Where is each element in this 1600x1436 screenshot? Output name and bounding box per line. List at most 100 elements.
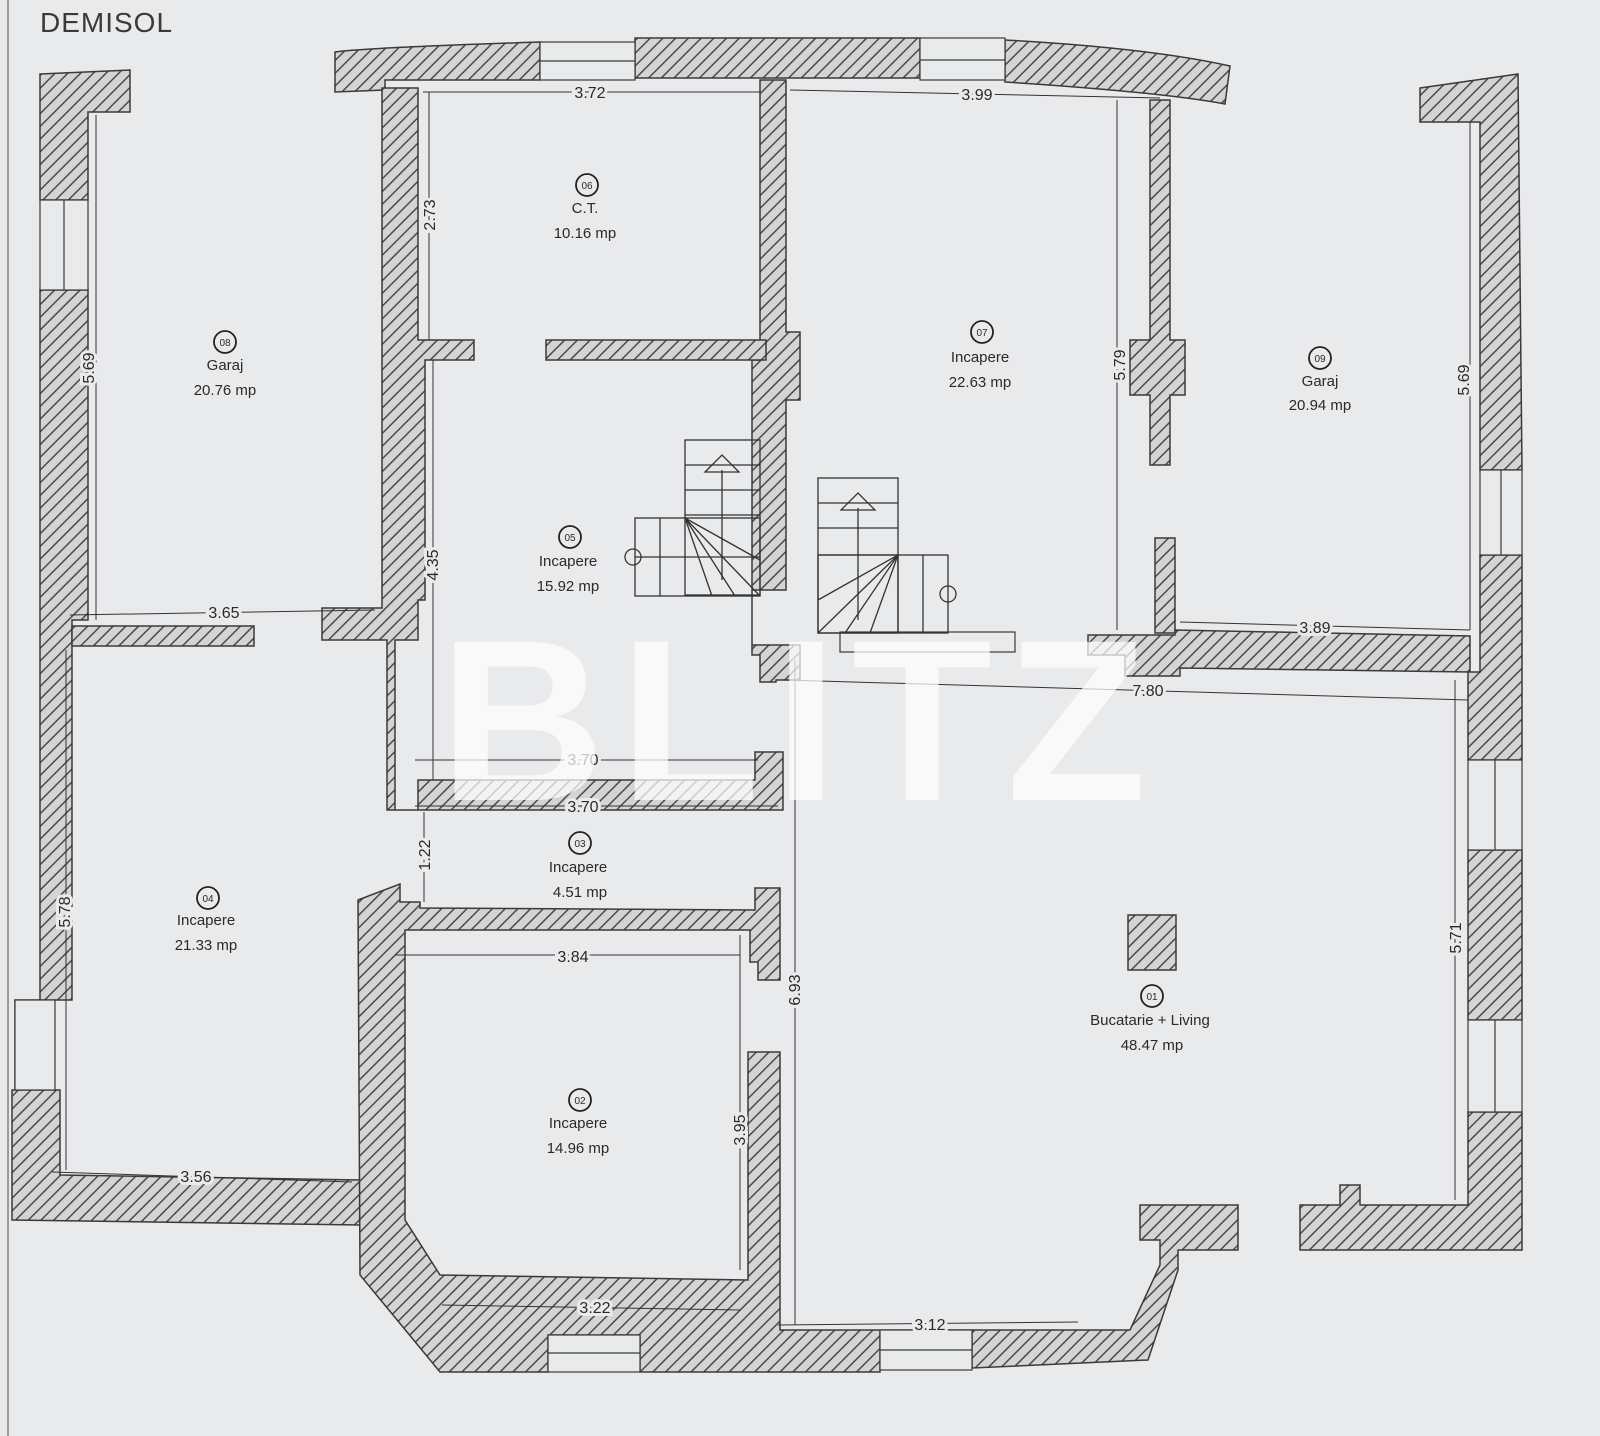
wall-ct-bottom	[545, 339, 767, 361]
room-number: 09	[1314, 354, 1326, 365]
dim-label: 3.84	[557, 949, 588, 966]
wall-07-09	[1129, 99, 1186, 466]
wall-top-right	[1004, 39, 1231, 105]
stair-up-arrow-icon	[703, 454, 741, 473]
room-number-badge	[1308, 346, 1332, 370]
room-number: 03	[574, 839, 586, 850]
room-name: Bucatarie + Living	[1090, 1012, 1210, 1029]
room-label-03: 03 Incapere 4.51 mp	[549, 831, 607, 901]
room-number: 05	[564, 533, 576, 544]
room-number: 06	[581, 181, 593, 192]
stair-up-arrow-icon	[839, 492, 877, 511]
room-number-badge	[568, 831, 592, 855]
dim-label: 3.70	[567, 799, 598, 816]
wall-top-left	[334, 41, 541, 93]
dim-label: 2.73	[422, 199, 439, 230]
room-area: 10.16 mp	[554, 225, 617, 242]
room-area: 48.47 mp	[1121, 1037, 1184, 1054]
window-left-04	[14, 999, 56, 1091]
column-living	[1127, 914, 1177, 971]
dim-label: 3.12	[914, 1317, 945, 1334]
plan-title: DEMISOL	[40, 7, 173, 38]
dim-line-3-22	[441, 1304, 741, 1311]
room-name: Incapere	[549, 1115, 607, 1132]
room-name: Incapere	[549, 859, 607, 876]
room-number-badge	[558, 525, 582, 549]
watermark: BLITZ	[439, 592, 1160, 849]
dim-label: 3.65	[208, 605, 239, 622]
room-area: 22.63 mp	[949, 374, 1012, 391]
stair-winder	[869, 554, 899, 634]
dim-label: 3.89	[1299, 620, 1330, 637]
dim-line-3-89	[1179, 621, 1471, 631]
room-number-badge	[568, 1088, 592, 1112]
stair-right-landing	[817, 554, 949, 634]
room-label-01: 01 Bucatarie + Living 48.47 mp	[1090, 984, 1210, 1054]
room-number: 01	[1146, 992, 1158, 1003]
room-number-badge	[196, 886, 220, 910]
wall-central-column	[321, 87, 784, 811]
staircase-left	[624, 439, 761, 597]
landing-slab	[839, 631, 1016, 653]
dimension-lines	[51, 89, 1471, 1326]
room-label-09: 09 Garaj 20.94 mp	[1289, 346, 1352, 414]
room-label-05: 05 Incapere 15.92 mp	[537, 525, 600, 595]
wall-right-bottom	[1299, 1111, 1523, 1251]
dim-label: 5.69	[1456, 364, 1473, 395]
stair-end-marker	[939, 585, 957, 603]
room-label-08: 08 Garaj 20.76 mp	[194, 330, 257, 399]
dim-label: 6.93	[787, 974, 804, 1005]
room-area: 20.76 mp	[194, 382, 257, 399]
room-name: Incapere	[177, 912, 235, 929]
room-area: 14.96 mp	[547, 1140, 610, 1157]
room-label-06: 06 C.T. 10.16 mp	[554, 173, 617, 242]
dim-label: 5.71	[1448, 922, 1465, 953]
stair-winder	[844, 554, 899, 634]
stair-winder	[684, 517, 736, 597]
wall-top-middle	[634, 37, 921, 79]
dim-label: 4.35	[425, 549, 442, 580]
dim-line-7-80	[784, 679, 1469, 701]
room-name: Garaj	[207, 357, 244, 374]
room-area: 15.92 mp	[537, 578, 600, 595]
room-name: Incapere	[951, 349, 1009, 366]
room-number-badge	[1140, 984, 1164, 1008]
room-area: 4.51 mp	[553, 884, 607, 901]
room-label-02: 02 Incapere 14.96 mp	[547, 1088, 610, 1157]
dim-label: 5.78	[57, 896, 74, 927]
dim-line-3-99	[789, 89, 1161, 99]
room-area: 21.33 mp	[175, 937, 238, 954]
room-label-07: 07 Incapere 22.63 mp	[949, 320, 1012, 391]
room-number-badge	[213, 330, 237, 354]
room-name: C.T.	[572, 200, 599, 217]
room-number: 07	[976, 328, 988, 339]
dim-label: 3.56	[180, 1169, 211, 1186]
dim-line-3-12	[777, 1321, 1079, 1326]
room-number-badge	[970, 320, 994, 344]
window-top-07	[919, 37, 1006, 81]
windows	[14, 37, 1523, 1373]
dim-line-3-65	[69, 609, 376, 616]
walls	[11, 37, 1523, 1373]
wall-partition-04-08	[71, 625, 255, 647]
staircase-right	[817, 477, 957, 634]
stair-start-marker	[624, 548, 642, 566]
dim-label: 3.70	[567, 752, 598, 769]
dim-line-3-56	[51, 1171, 353, 1183]
dimension-labels: 3.72 3.99 2.73 5.69 5.79 5.69 4.35 3.65 …	[54, 82, 1476, 1337]
room-label-04: 04 Incapere 21.33 mp	[175, 886, 238, 954]
room-number-badge	[575, 173, 599, 197]
room-area: 20.94 mp	[1289, 397, 1352, 414]
room-number: 08	[219, 338, 231, 349]
room-name: Garaj	[1302, 373, 1339, 390]
dim-label: 7.80	[1132, 683, 1163, 700]
room-number: 02	[574, 1096, 586, 1107]
stair-winder	[684, 517, 713, 597]
room-number: 04	[202, 894, 214, 905]
dim-label: 3.95	[732, 1114, 749, 1145]
room-name: Incapere	[539, 553, 597, 570]
dim-label: 5.69	[81, 352, 98, 383]
dim-label: 3.99	[961, 87, 992, 104]
wall-under-09	[1087, 629, 1471, 677]
